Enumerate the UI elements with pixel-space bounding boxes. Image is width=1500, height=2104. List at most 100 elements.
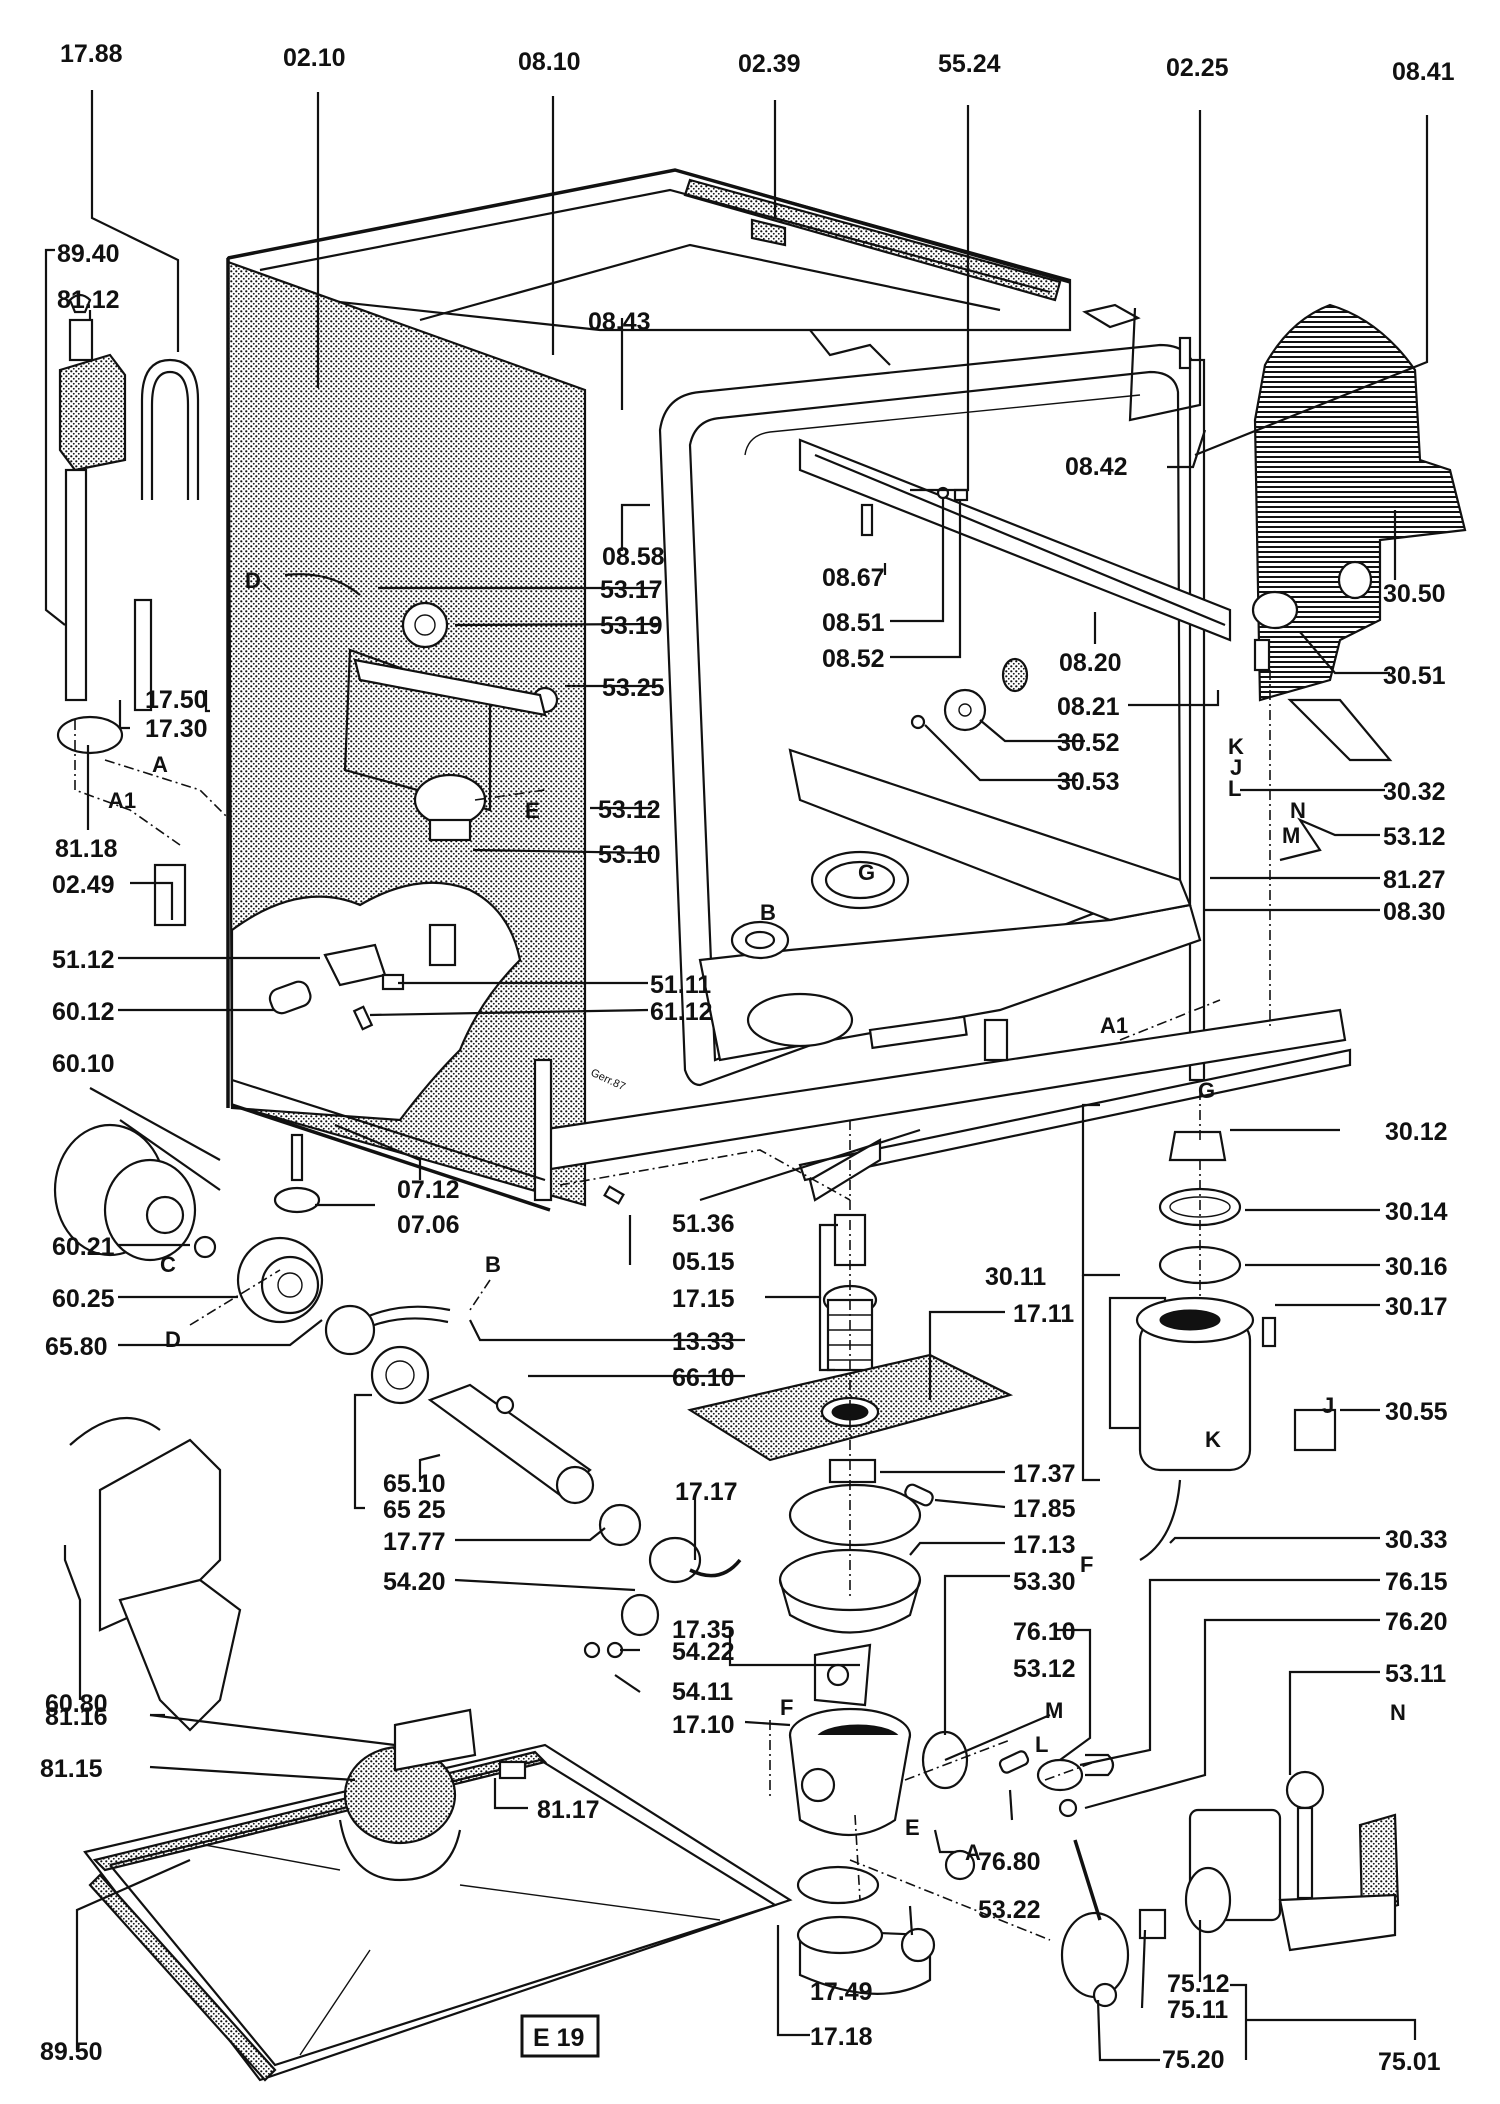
label-08-42: 08.42: [1065, 453, 1128, 481]
label-30-16: 30.16: [1385, 1253, 1448, 1281]
label-65-80: 65.80: [45, 1333, 108, 1361]
label-17-35: 17.35: [672, 1616, 735, 1644]
label-53-12-pump: 53.12: [1013, 1655, 1076, 1683]
letter-J-panel: J: [1230, 755, 1242, 780]
part-17-50: [133, 598, 153, 712]
label-02-49: 02.49: [52, 871, 115, 899]
label-05-15: 05.15: [672, 1248, 735, 1276]
letter-B-tub: B: [760, 900, 776, 925]
letter-L-pump: L: [1035, 1732, 1048, 1757]
part-60-12: [268, 980, 312, 1015]
front-foot-bracket: [533, 1058, 553, 1202]
part-30-17: [1261, 1316, 1277, 1348]
letter-E-pump: E: [905, 1815, 920, 1840]
hose-30-33: [1139, 1479, 1182, 1561]
letter-A-pump: A: [965, 1840, 981, 1865]
label-76-15: 76.15: [1385, 1568, 1448, 1596]
label-75-01: 75.01: [1378, 2048, 1441, 2076]
part-02-25: [1082, 303, 1141, 329]
part-02-39: [750, 218, 787, 247]
label-30-53: 30.53: [1057, 768, 1120, 796]
stamp-text: Gerr.87: [589, 1067, 627, 1093]
letter-K-softener: K: [1205, 1427, 1221, 1452]
label-60-80: 60.80: [45, 1690, 108, 1718]
part-07-06: [273, 1186, 321, 1214]
part-02-49: [153, 863, 187, 927]
label-53-22: 53.22: [978, 1896, 1041, 1924]
part-54-11: [583, 1641, 601, 1659]
upper-spray-rail: [798, 438, 1232, 642]
letter-M-pump: M: [1045, 1698, 1063, 1723]
panel-knob: [1337, 560, 1373, 600]
label-30-32: 30.32: [1383, 778, 1446, 806]
label-53-17: 53.17: [600, 576, 663, 604]
part-89-40: [58, 353, 127, 472]
label-65-25: 65 25: [383, 1496, 446, 1524]
letter-K-panel: K: [1228, 734, 1244, 759]
label-30-51: 30.51: [1383, 662, 1446, 690]
part-30-53: [910, 714, 926, 730]
part-65-25: [370, 1345, 430, 1405]
letter-B-hose: B: [485, 1252, 501, 1277]
label-17-49: 17.49: [810, 1978, 873, 2006]
part-76-20: [1058, 1798, 1078, 1818]
label-30-33: 30.33: [1385, 1526, 1448, 1554]
label-53-11: 53.11: [1385, 1660, 1446, 1688]
cap-30-12: [1168, 1130, 1227, 1162]
label-55-24: 55.24: [938, 50, 1001, 78]
part-08-41: [1178, 336, 1192, 370]
label-81-27: 81.27: [1383, 866, 1446, 894]
elbow-17-17: [689, 1558, 742, 1578]
part-61-12: [352, 1005, 374, 1031]
ring-17-13: [788, 1483, 922, 1547]
label-17-50: 17.50: [145, 686, 208, 714]
part-76-80: [998, 1750, 1030, 1774]
label-75-20: 75.20: [1162, 2046, 1225, 2074]
fill-tube: [64, 468, 88, 702]
label-30-11: 30.11: [985, 1263, 1046, 1291]
base-tray-89-50: [83, 1708, 793, 2082]
label-54-22: 54.22: [672, 1638, 735, 1666]
label-76-80: 76.80: [978, 1848, 1041, 1876]
label-30-50: 30.50: [1383, 580, 1446, 608]
label-08-51: 08.51: [822, 609, 885, 637]
pump-housing-75-20: [1060, 1911, 1130, 1999]
letter-A1-left: A1: [108, 788, 136, 813]
letter-C: C: [160, 1252, 176, 1277]
ring-65-80: [324, 1304, 376, 1356]
label-17-17: 17.17: [675, 1478, 738, 1506]
part-08-21: [1253, 638, 1271, 672]
page-badge: E 19: [520, 2014, 600, 2058]
label-81-17: 81.17: [537, 1796, 600, 1824]
rear-panel-30-50: [1253, 303, 1467, 702]
clamp-53-22: [944, 1849, 976, 1881]
label-81-18: 81.18: [55, 835, 118, 863]
cutaway-window: [428, 923, 457, 967]
hose-53-12: [944, 1713, 1051, 1762]
part-30-52: [943, 688, 987, 732]
drain-opening: [746, 992, 854, 1048]
label-54-20: 54.20: [383, 1568, 446, 1596]
cabinet-assembly: [226, 168, 1352, 1212]
label-89-50: 89.50: [40, 2038, 103, 2066]
part-08-67: [860, 503, 874, 537]
part-17-85: [904, 1483, 934, 1507]
part-05-15: [603, 1185, 625, 1205]
bracket-60-80: [69, 1416, 242, 1732]
part-07-12: [290, 1133, 304, 1182]
label-17-88: 17.88: [60, 40, 123, 68]
label-08-30: 08.30: [1383, 898, 1446, 926]
letter-G-tub: G: [858, 860, 875, 885]
right-post: [1188, 358, 1206, 1082]
label-53-12-right: 53.12: [1383, 823, 1446, 851]
page-badge-text: E 19: [533, 2024, 584, 2052]
letter-D-pump: D: [165, 1327, 181, 1352]
label-76-20: 76.20: [1385, 1608, 1448, 1636]
label-81-16: 81.16: [45, 1703, 108, 1731]
label-60-21: 60.21: [52, 1233, 115, 1261]
label-54-11: 54.11: [672, 1678, 733, 1706]
label-30-52: 30.52: [1057, 729, 1120, 757]
letter-L-panel: L: [1228, 776, 1241, 801]
label-02-39: 02.39: [738, 50, 801, 78]
